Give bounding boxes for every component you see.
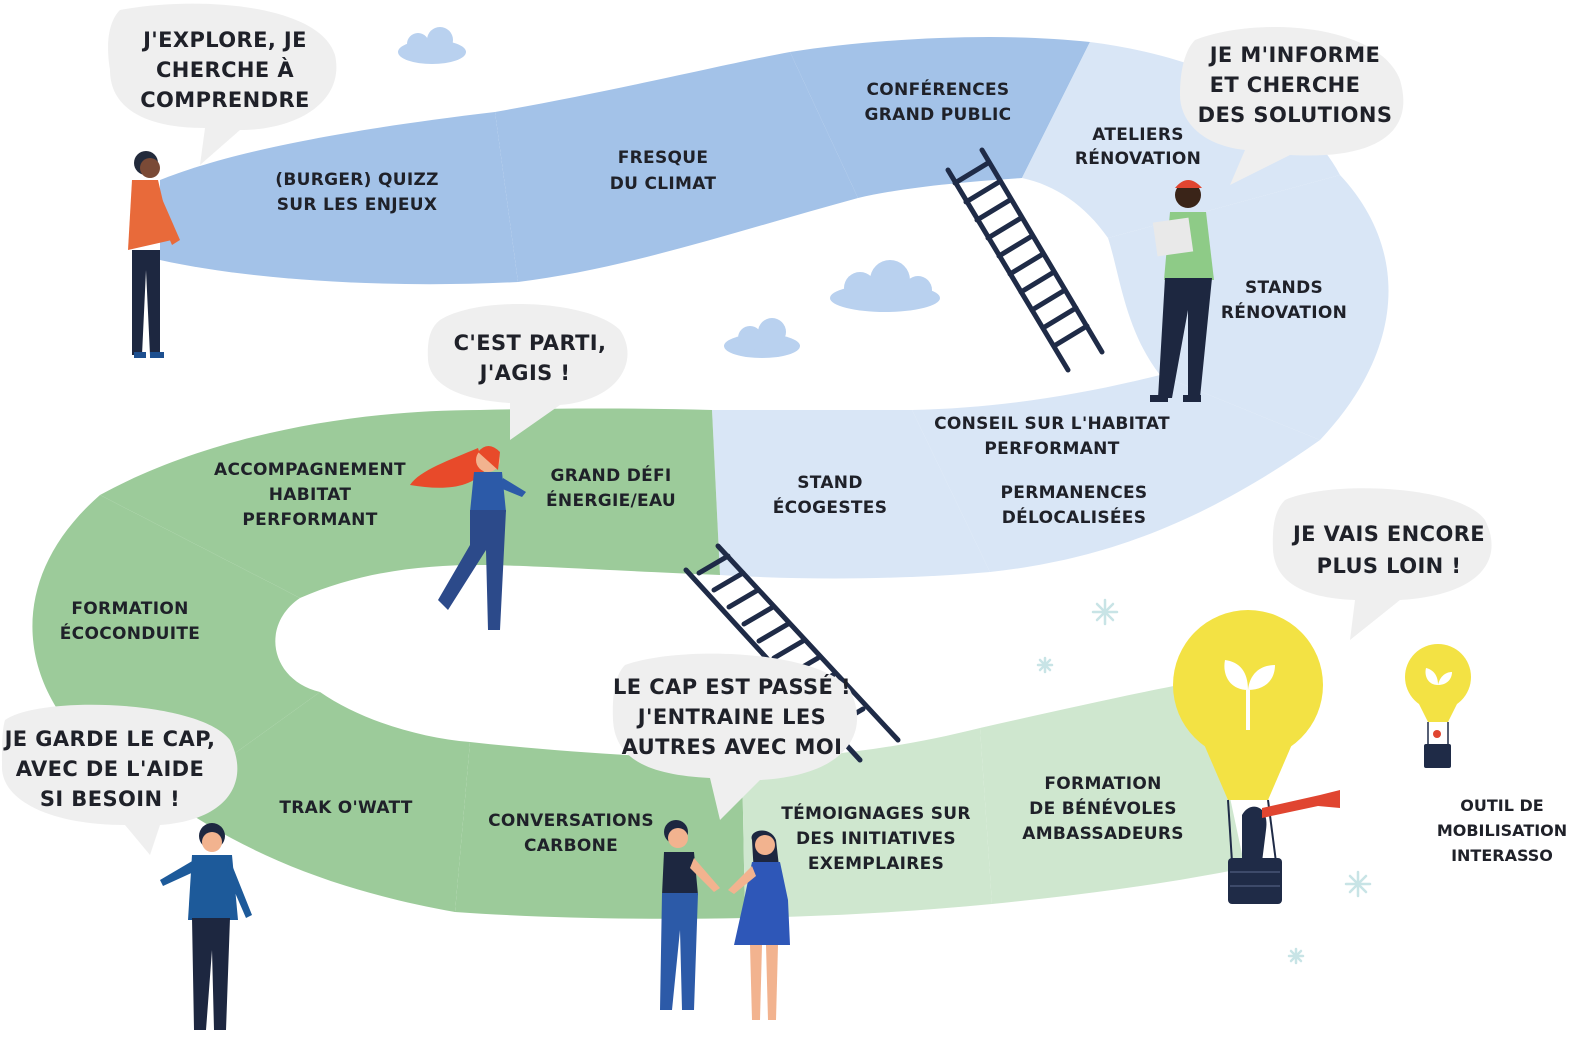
tile-accompagnement bbox=[100, 410, 480, 598]
tile-fresque bbox=[495, 52, 858, 282]
ladder-upper bbox=[945, 147, 1105, 373]
balloon-large bbox=[1173, 610, 1340, 904]
tile-grand-defi bbox=[480, 408, 720, 575]
balloon-small bbox=[1405, 644, 1471, 768]
tile-trak-owatt bbox=[170, 692, 470, 912]
person-man bbox=[660, 820, 720, 1010]
tile-ateliers bbox=[1022, 42, 1340, 238]
tile-stand-ecogestes bbox=[712, 410, 990, 579]
tile-quizz bbox=[160, 112, 518, 285]
board-path-green bbox=[32, 408, 1245, 919]
cloud-2 bbox=[830, 260, 940, 312]
tile-label-trak-owatt: TRAK O'WATT bbox=[279, 798, 412, 818]
person-reader bbox=[1150, 180, 1214, 402]
tile-conferences bbox=[790, 37, 1090, 198]
board-path-blue bbox=[160, 37, 1389, 579]
cloud-3 bbox=[724, 318, 800, 358]
person-walker bbox=[410, 446, 526, 630]
tile-conseil bbox=[912, 375, 1320, 572]
svg-text:C'EST PARTI,J'AGIS !: C'EST PARTI,J'AGIS ! bbox=[454, 331, 607, 385]
person-explorer bbox=[128, 151, 180, 358]
cloud-1 bbox=[398, 27, 466, 64]
bubble-parti: C'EST PARTI,J'AGIS ! bbox=[427, 303, 628, 440]
sparkle-icons bbox=[1036, 598, 1372, 965]
tile-temoignages bbox=[742, 728, 992, 918]
tile-formation-benevoles bbox=[980, 680, 1245, 904]
person-woman-dress bbox=[728, 830, 790, 1020]
person-helper bbox=[160, 823, 252, 1030]
